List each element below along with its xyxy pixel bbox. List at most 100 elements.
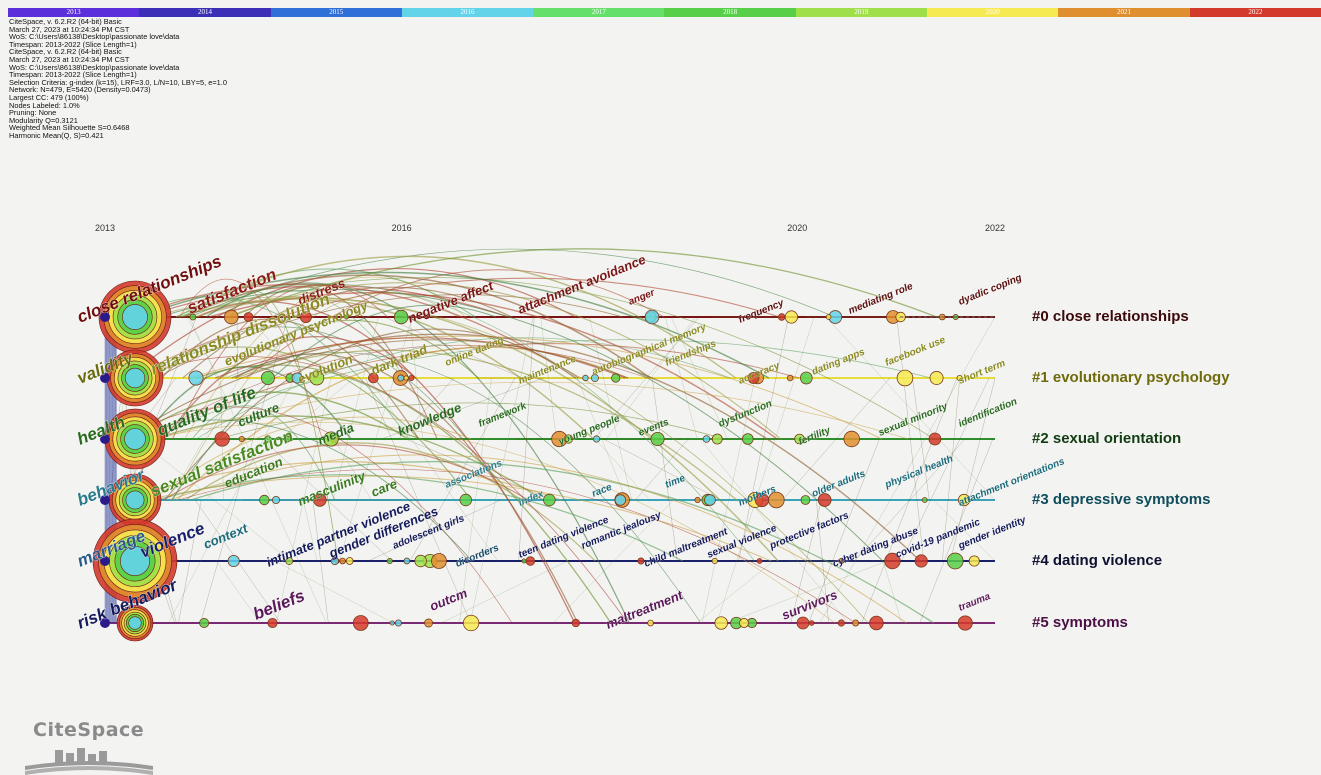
keyword-node [227, 554, 240, 568]
citation-link [825, 316, 996, 501]
citation-link [861, 377, 957, 624]
citation-link [912, 377, 930, 501]
citation-link [381, 377, 544, 440]
info-line: Nodes Labeled: 1.0% [9, 100, 80, 110]
citation-link [332, 316, 379, 501]
keyword-node [285, 557, 294, 565]
cluster-head-core [100, 312, 110, 322]
keyword-label: framework [477, 400, 528, 429]
citation-arc [227, 282, 782, 440]
citation-link [302, 499, 318, 562]
keyword-node [786, 374, 794, 382]
cluster-label-1: #1 evolutionary psychology [1032, 369, 1230, 386]
keyword-node [611, 373, 621, 383]
keyword-node [323, 431, 339, 447]
citation-arc [225, 352, 702, 624]
citation-link [896, 316, 924, 562]
cluster-head-node [122, 304, 148, 330]
cluster-name: evolutionary psychology [1052, 369, 1230, 386]
keyword-label: mediating role [847, 281, 915, 317]
keyword-node [794, 433, 805, 445]
citation-arc [196, 364, 612, 624]
citation-link [398, 377, 455, 440]
keyword-node [777, 313, 786, 321]
keyword-node [799, 371, 813, 385]
citation-arc [178, 297, 779, 562]
citation-link [200, 316, 289, 624]
keyword-node [756, 558, 763, 564]
citation-arc [179, 278, 323, 440]
keyword-node [614, 494, 627, 506]
year-legend-2017: 2017 [533, 8, 665, 17]
keyword-node [817, 493, 832, 507]
citation-arc [180, 277, 935, 440]
citation-link [368, 499, 501, 562]
keyword-label: frequency [737, 298, 786, 326]
info-line: Harmonic Mean(Q, S)=0.421 [9, 130, 104, 140]
year-legend-2013: 2013 [8, 8, 140, 17]
keyword-label: outcm [428, 585, 470, 614]
keyword-node [796, 616, 810, 630]
citation-link [168, 377, 296, 624]
cluster-id: #1 [1032, 369, 1053, 386]
keyword-node [946, 552, 964, 570]
keyword-node [921, 497, 928, 503]
keyword-node [852, 619, 860, 627]
citation-link [665, 316, 698, 440]
keyword-node [838, 557, 845, 565]
citation-link [405, 438, 552, 501]
keyword-node [928, 432, 942, 446]
keyword-node [702, 435, 711, 443]
keyword-node [291, 372, 303, 384]
citation-arc [182, 286, 512, 379]
keyword-node [199, 618, 210, 628]
year-legend-2018: 2018 [664, 8, 796, 17]
keyword-node [711, 557, 718, 565]
keyword-node [563, 434, 574, 444]
citation-arc [178, 468, 856, 624]
keyword-node [352, 615, 369, 631]
keyword-node [264, 435, 272, 443]
cluster-head-node [124, 428, 146, 450]
keyword-node [238, 435, 245, 443]
citation-link [312, 499, 329, 624]
citation-arc [156, 294, 623, 379]
cluster-name: depressive symptoms [1052, 491, 1211, 508]
keyword-node [747, 372, 760, 384]
keyword-node [393, 309, 409, 325]
info-line: WoS: C:\Users\86138\Desktop\passionate l… [9, 32, 180, 42]
cluster-id: #4 [1032, 552, 1053, 569]
citation-arc [145, 344, 648, 440]
citation-link [790, 499, 822, 624]
citation-link [696, 560, 774, 624]
keyword-node [345, 557, 354, 565]
timeline-year-tick: 2016 [392, 223, 412, 233]
keyword-node [800, 495, 811, 505]
cluster-head-core [100, 618, 110, 628]
keyword-node [188, 370, 204, 386]
citation-link [670, 316, 728, 440]
year-legend-2019: 2019 [795, 8, 928, 17]
keyword-node [914, 554, 928, 568]
citation-link [816, 499, 829, 624]
citation-arc [175, 255, 737, 379]
keyword-node [742, 433, 754, 445]
citation-link [901, 377, 990, 562]
keyword-label: care [369, 476, 399, 500]
keyword-label: disorders [454, 542, 501, 569]
citation-link [384, 316, 522, 379]
keyword-node [389, 620, 395, 626]
citation-link [782, 377, 891, 501]
keyword-node [592, 435, 601, 443]
timeline-year-tick: 2020 [787, 223, 807, 233]
keyword-label: facebook use [884, 334, 948, 368]
keyword-node [267, 617, 278, 629]
keyword-node [431, 553, 447, 569]
keyword-node [525, 556, 536, 566]
citation-arc [218, 402, 725, 440]
cluster-head-node [125, 490, 145, 510]
citation-link [216, 560, 261, 624]
timeline-year-tick: 2022 [985, 223, 1005, 233]
year-legend-2014: 2014 [139, 8, 271, 17]
